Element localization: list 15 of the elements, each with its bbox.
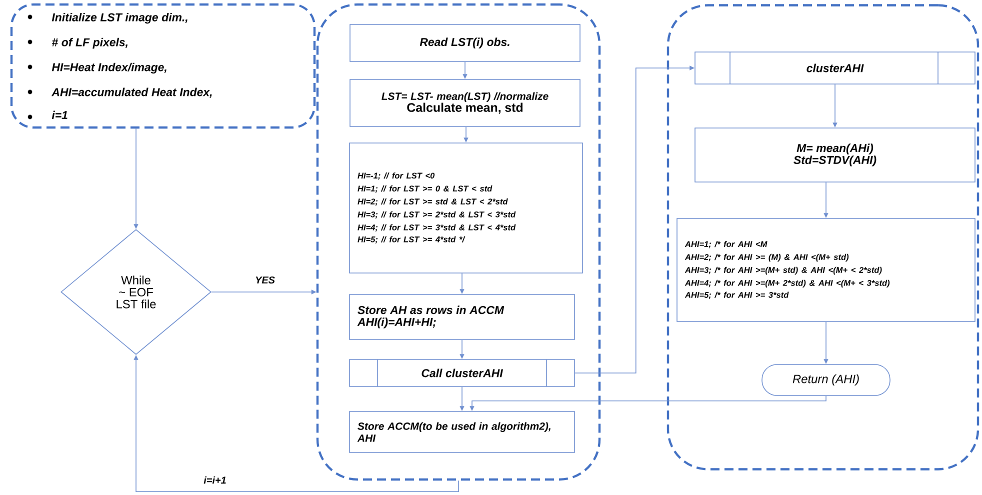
process-box: M= mean(AHi) Std=STDV(AHI) xyxy=(694,128,976,182)
loop-container xyxy=(316,3,601,481)
edge-label: YES xyxy=(254,275,276,285)
note-box: Initialize LST image dim., # of LF pixels, HI=Heat Index/image, AHI=accumulated Heat Index, i=1 xyxy=(10,3,316,129)
terminal-box: Return (AHI) xyxy=(762,364,890,396)
subroutine-box: clusterAHI xyxy=(694,52,976,84)
process-box: Read LST(i) obs. xyxy=(350,24,580,62)
process-box: Store ACCM(to be used in algorithm2), AHI xyxy=(349,411,575,453)
subroutine-box: Call clusterAHI xyxy=(349,359,575,387)
function-container xyxy=(666,4,980,470)
process-box: HI=-1; // for LST <0 HI=1; // for LST >= 0 & LST < std HI=2; // for LST >= std & LST < 2*std HI=3; // for LST >= 2*std & LST < 3*std HI=4; // for LST >= 3*std & LST < 4*std HI=5; // for LST >= 4*std */ xyxy=(349,142,583,274)
process-box: Store AH as rows in ACCM AHI(i)=AHI+HI; xyxy=(349,294,575,340)
process-box: AHI=1; /* for AHI <M AHI=2; /* for AHI >= (M) & AHI <(M+ std) AHI=3; /* for AHI >=(M+ std) & AHI <(M+ < 2*std) AHI=4; /* for AHI >=(M+ 2*std) & AHI <(M+ < 3*std) AHI=5; /* for AHI >= 3*std xyxy=(676,218,976,322)
process-box: LST= LST- mean(LST) //normalize Calculate mean, std xyxy=(350,79,580,127)
edge-label: i=i+1 xyxy=(202,475,228,485)
